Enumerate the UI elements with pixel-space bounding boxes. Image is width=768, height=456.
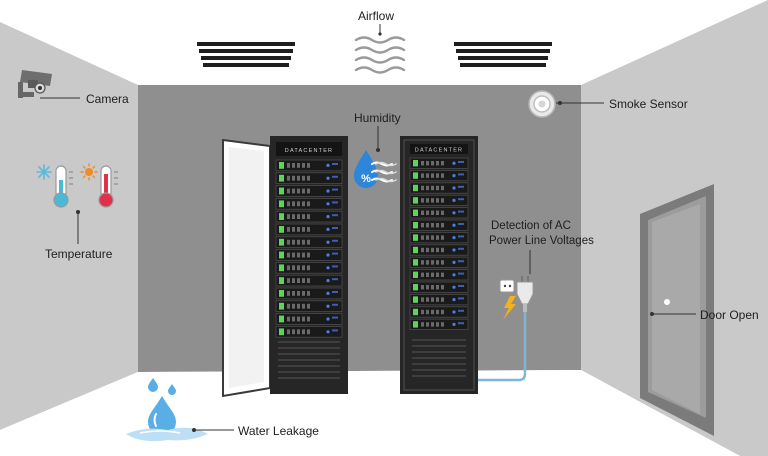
airflow-icon — [354, 36, 406, 74]
rack-right-server-unit — [409, 244, 469, 256]
humidity-icon: % — [354, 150, 397, 188]
rack-left-server-unit — [275, 210, 343, 223]
airflow-label: Airflow — [358, 9, 395, 23]
rack-right-server-unit — [409, 231, 469, 244]
rack-left-server-unit — [275, 274, 343, 287]
temperature-label: Temperature — [45, 247, 113, 261]
ac-detection-label-line-1: Detection of AC — [491, 220, 571, 232]
rack-right-server-unit — [409, 269, 469, 281]
door-handle — [664, 299, 670, 305]
camera-icon — [18, 70, 52, 98]
camera-label: Camera — [86, 92, 129, 106]
rack-right-server-unit — [409, 169, 469, 182]
rack-left-brand: DATACENTER — [285, 148, 333, 154]
rack-left-server-unit — [275, 236, 343, 249]
water-leakage-label: Water Leakage — [238, 424, 319, 438]
humidity-label: Humidity — [354, 111, 401, 125]
rack-right-brand: DATACENTER — [415, 148, 463, 154]
rack-right-server-unit — [409, 293, 469, 306]
rack-left-server-unit — [275, 197, 343, 210]
power-plug-icon — [499, 276, 534, 320]
rack-right-base-grills — [412, 339, 466, 377]
rack-right-server-unit — [409, 281, 469, 293]
rack-left-server-unit — [275, 300, 343, 312]
temperature-icon — [36, 163, 118, 208]
door-open-label: Door Open — [700, 308, 759, 322]
smoke-sensor-icon — [528, 90, 556, 118]
power-cable — [478, 312, 527, 382]
rack-left-server-unit — [275, 185, 343, 197]
rack-right-server-unit — [409, 306, 469, 318]
rack-right-server-unit — [409, 207, 469, 219]
rack-left-server-unit — [275, 159, 343, 172]
rack-left-server-unit — [275, 313, 343, 325]
door-icon — [640, 184, 714, 436]
door-panel — [652, 204, 700, 414]
rack-left-server-unit — [275, 287, 343, 300]
rack-right: DATACENTER — [400, 136, 478, 394]
rack-right-server-unit — [409, 256, 469, 269]
rack-left: DATACENTER — [222, 136, 348, 398]
rack-left-server-unit — [275, 261, 343, 274]
ceiling-vent-left — [197, 42, 295, 67]
water-drop-icon — [126, 378, 208, 442]
rack-left-servers — [275, 159, 343, 338]
rack-right-server-unit — [409, 182, 469, 194]
rack-left-server-unit — [275, 249, 343, 261]
rack-right-servers — [409, 157, 469, 331]
smoke-sensor-label: Smoke Sensor — [609, 97, 688, 111]
ac-detection-label-line-2: Power Line Voltages — [489, 235, 594, 247]
rack-right-server-unit — [409, 318, 469, 331]
rack-left-server-unit — [275, 325, 343, 338]
rack-left-base-grills — [278, 341, 340, 379]
rack-right-server-unit — [409, 219, 469, 231]
rack-left-server-unit — [275, 223, 343, 236]
ceiling-vent-right — [454, 42, 552, 67]
rack-right-server-unit — [409, 194, 469, 206]
rack-right-server-unit — [409, 157, 469, 169]
rack-left-server-unit — [275, 172, 343, 185]
svg-text:%: % — [361, 173, 371, 185]
left-wall — [0, 22, 138, 430]
